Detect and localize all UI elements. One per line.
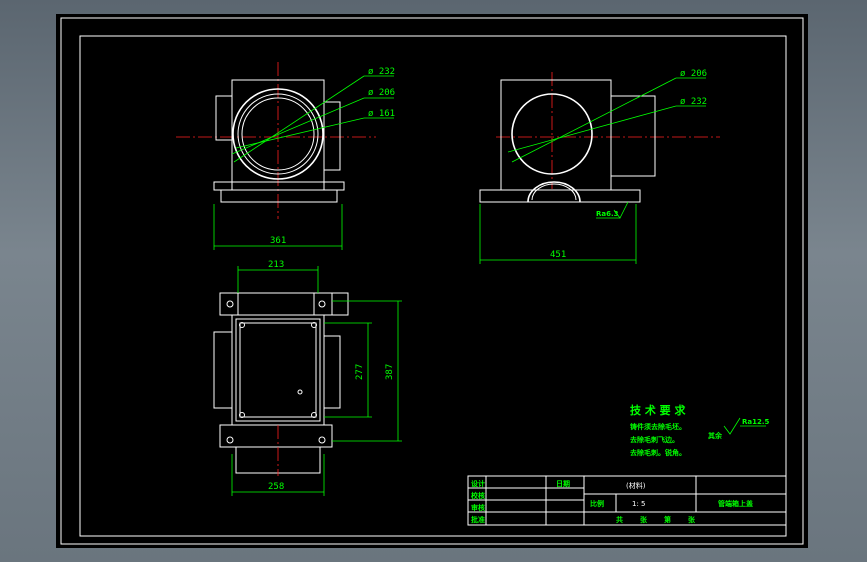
tech-item-1: 铸件须去除毛坯。 bbox=[630, 422, 686, 431]
top-dim-outer-height: 387 bbox=[385, 364, 395, 380]
tech-item-2: 去除毛刺飞边。 bbox=[630, 435, 679, 444]
tech-title: 技 术 要 求 bbox=[630, 403, 686, 417]
tb-scale-value: 1: 5 bbox=[632, 500, 646, 508]
tb-row-review: 审核 bbox=[471, 503, 485, 512]
front-base bbox=[220, 189, 338, 203]
side-right-boss bbox=[610, 95, 656, 177]
tb-row-design: 设计 bbox=[471, 479, 485, 488]
title-block: 设计 校核 审核 批准 日期 (材料) 比例 1: 5 管端箱上盖 共 张 第 … bbox=[467, 475, 787, 526]
cad-drawing: ø 232 ø 206 ø 161 361 ø 206 ø 232 Ra6.3 … bbox=[60, 17, 804, 545]
top-inner-recess bbox=[239, 322, 317, 418]
top-view: 213 277 387 258 bbox=[213, 260, 402, 496]
top-flange-lower bbox=[219, 424, 333, 448]
side-base bbox=[479, 189, 641, 203]
tb-footer-1: 共 bbox=[616, 515, 623, 524]
tb-row-check: 校核 bbox=[471, 491, 485, 500]
side-dim-width: 451 bbox=[550, 250, 566, 260]
tech-requirements: 技 术 要 求 铸件须去除毛坯。 去除毛刺飞边。 去除毛刺。锐角。 其余 Ra1… bbox=[630, 403, 770, 457]
inner-border bbox=[79, 35, 787, 537]
front-dim-d206: ø 206 bbox=[368, 88, 395, 98]
tb-material: (材料) bbox=[626, 481, 646, 490]
tech-item-3: 去除毛刺。锐角。 bbox=[630, 448, 686, 457]
top-dim-inner-height: 277 bbox=[355, 364, 365, 380]
top-body bbox=[231, 314, 325, 426]
outer-border bbox=[60, 17, 804, 545]
tb-footer-4: 张 bbox=[688, 515, 696, 524]
tb-scale-label: 比例 bbox=[590, 499, 604, 508]
front-view: ø 232 ø 206 ø 161 361 bbox=[176, 62, 395, 250]
surface-note-value: Ra12.5 bbox=[742, 418, 770, 426]
tb-date-label: 日期 bbox=[556, 479, 570, 488]
front-outer-circle bbox=[232, 88, 324, 180]
tb-footer-3: 第 bbox=[664, 515, 671, 524]
top-left-boss bbox=[213, 331, 233, 409]
side-bottom-arch bbox=[527, 181, 581, 203]
front-dim-d161: ø 161 bbox=[368, 109, 395, 119]
top-dim-bottom-width: 258 bbox=[268, 482, 284, 492]
side-outer-circle bbox=[511, 93, 593, 175]
drawing-sheet: ø 232 ø 206 ø 161 361 ø 206 ø 232 Ra6.3 … bbox=[56, 14, 808, 548]
front-left-boss bbox=[215, 95, 233, 141]
front-right-boss bbox=[323, 101, 341, 171]
front-dim-d232: ø 232 bbox=[368, 67, 395, 77]
front-mid-circle bbox=[237, 93, 319, 175]
surface-note-prefix: 其余 bbox=[708, 431, 723, 440]
front-inner-circle bbox=[241, 97, 315, 171]
top-right-boss bbox=[323, 335, 341, 409]
side-roughness-text: Ra6.3 bbox=[596, 210, 619, 218]
top-dim-top-width: 213 bbox=[268, 260, 284, 270]
tb-part-name: 管端箱上盖 bbox=[718, 499, 753, 508]
side-dim-d232: ø 232 bbox=[680, 97, 707, 107]
side-dim-d206: ø 206 bbox=[680, 69, 707, 79]
tb-footer-2: 张 bbox=[640, 515, 648, 524]
tb-row-approve: 批准 bbox=[471, 515, 485, 524]
side-view: ø 206 ø 232 Ra6.3 451 bbox=[479, 69, 720, 264]
front-dim-width: 361 bbox=[270, 236, 286, 246]
